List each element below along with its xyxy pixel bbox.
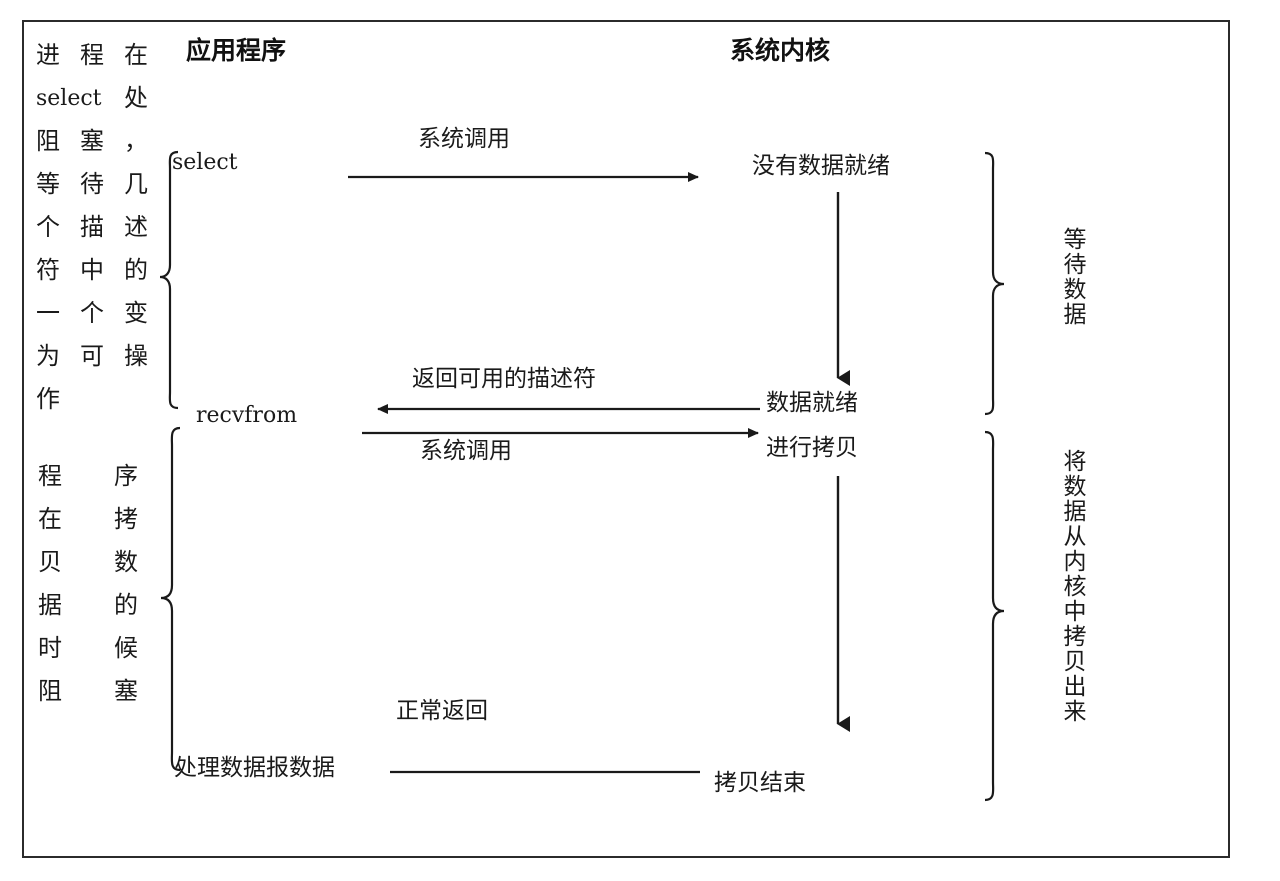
note-line: 时候 (38, 627, 138, 670)
note-glyph: ， (124, 127, 148, 155)
note-glyph: 贝 (38, 548, 62, 576)
note-glyph: 据 (38, 591, 62, 619)
note-line: 贝数 (38, 541, 138, 584)
note-glyph: 在 (124, 41, 148, 69)
note-line: 程序 (38, 455, 138, 498)
note-glyph: 程 (80, 41, 104, 69)
note-line: 在拷 (38, 498, 138, 541)
label-recvfrom-call: recvfrom (196, 403, 298, 428)
note-glyph: 描 (80, 213, 104, 241)
note-glyph: 个 (36, 213, 60, 241)
note-glyph: 的 (124, 256, 148, 284)
label-phase-copy-from-kernel: 将数据从内核中拷贝出来 (1063, 449, 1087, 725)
note-copy-block: 程序在拷贝数据的时候阻塞 (38, 455, 138, 713)
note-glyph: 的 (114, 591, 138, 619)
note-glyph: 程 (38, 462, 62, 490)
label-select-call: select (172, 150, 238, 175)
label-do-copy: 进行拷贝 (766, 435, 858, 461)
note-glyph: 时 (38, 634, 62, 662)
label-data-ready: 数据就绪 (766, 390, 858, 416)
label-arrow-syscall-select: 系统调用 (418, 126, 510, 152)
label-process-datagram: 处理数据报数据 (174, 755, 335, 781)
note-glyph: 进 (36, 41, 60, 69)
note-line: select 处 (36, 77, 148, 120)
note-glyph: 可 (80, 342, 104, 370)
note-glyph: 符 (36, 256, 60, 284)
note-glyph: 个 (80, 299, 104, 327)
note-glyph: 在 (38, 505, 62, 533)
header-application: 应用程序 (186, 36, 287, 65)
note-glyph: 塞 (114, 677, 138, 705)
note-line: 进程在 (36, 34, 148, 77)
label-arrow-return-fds: 返回可用的描述符 (412, 366, 596, 392)
note-glyph: 阻 (38, 677, 62, 705)
note-line: 符中的 (36, 249, 148, 292)
label-phase-wait-data: 等待数据 (1063, 227, 1087, 328)
note-line: 等待几 (36, 163, 148, 206)
note-glyph: 序 (114, 462, 138, 490)
diagram-frame (22, 20, 1230, 858)
note-glyph: 拷 (114, 505, 138, 533)
note-glyph: 述 (124, 213, 148, 241)
label-copy-done: 拷贝结束 (714, 770, 806, 796)
header-kernel: 系统内核 (730, 36, 831, 65)
note-line: 据的 (38, 584, 138, 627)
label-no-data-ready: 没有数据就绪 (752, 153, 890, 179)
note-glyph: 一 (36, 299, 60, 327)
label-arrow-syscall-recvfrom: 系统调用 (420, 438, 512, 464)
note-line: 为可操 (36, 335, 148, 378)
note-glyph: 待 (80, 170, 104, 198)
note-line: 阻塞 ， (36, 120, 148, 163)
note-glyph: select (36, 86, 102, 111)
note-glyph: 数 (114, 548, 138, 576)
note-glyph: 等 (36, 170, 60, 198)
note-glyph: 处 (124, 84, 148, 112)
note-glyph: 塞 (80, 127, 104, 155)
note-glyph: 操 (124, 342, 148, 370)
note-glyph: 为 (36, 342, 60, 370)
note-glyph: 阻 (36, 127, 60, 155)
note-line: 作 (36, 378, 148, 421)
note-line: 个描述 (36, 206, 148, 249)
note-line: 阻塞 (38, 670, 138, 713)
note-line: 一个变 (36, 292, 148, 335)
note-glyph: 几 (124, 170, 148, 198)
note-glyph: 中 (80, 256, 104, 284)
label-line-normal-return: 正常返回 (396, 698, 488, 724)
note-glyph: 作 (36, 385, 60, 413)
note-glyph: 变 (124, 299, 148, 327)
note-glyph: 候 (114, 634, 138, 662)
